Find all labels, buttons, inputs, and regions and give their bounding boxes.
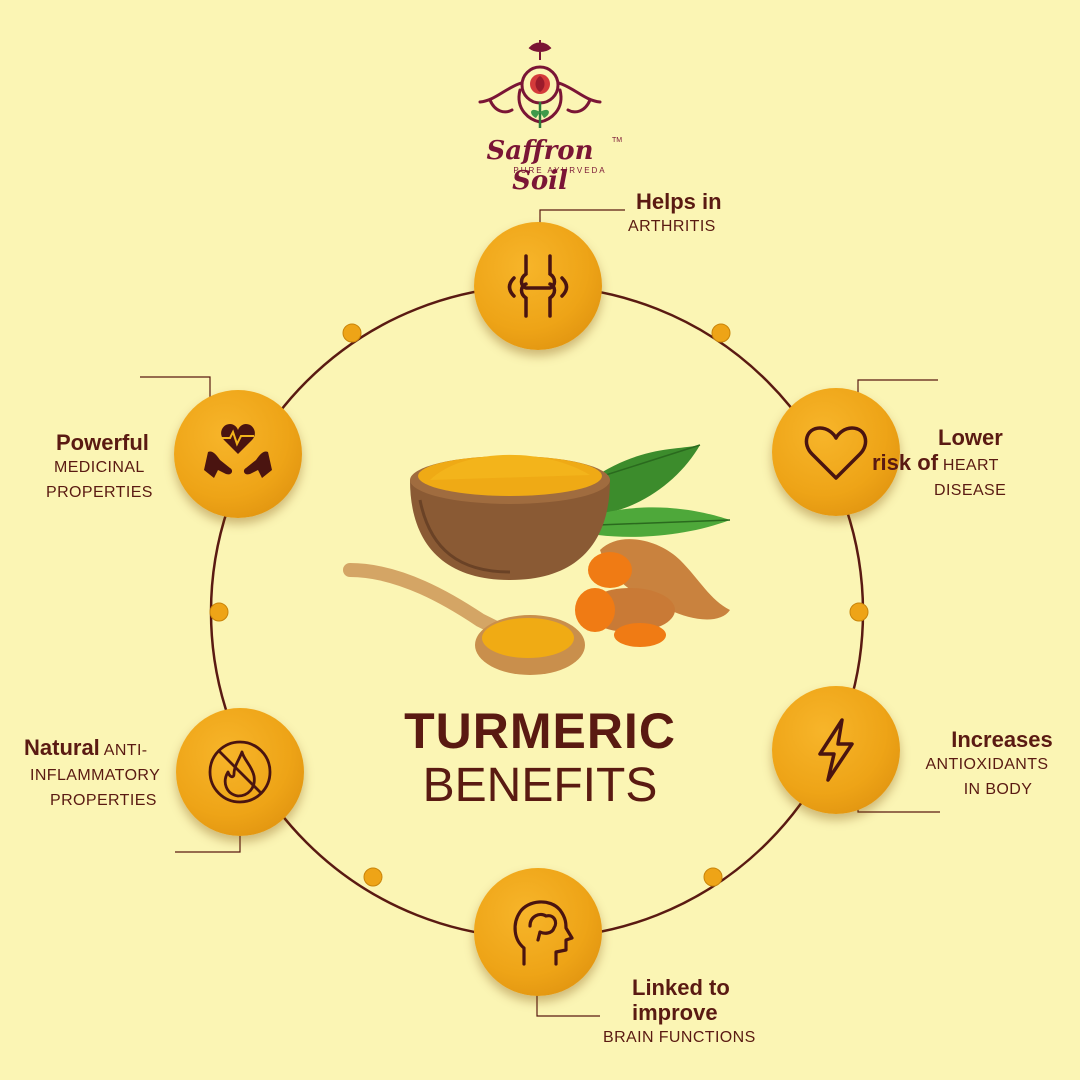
label-arthritis-sub: ARTHRITIS [628,218,716,235]
benefit-node-arthritis [474,222,602,350]
label-arthritis-title: Helps in [636,189,722,214]
label-medicinal-title: Powerful [56,430,149,455]
label-inflammatory: Natural ANTI- INFLAMMATORY PROPERTIES [24,735,204,813]
label-brain-title2: improve [632,1000,718,1025]
label-antioxidants-sub2: IN BODY [963,781,1033,798]
heart-hands-icon [204,424,272,478]
turmeric-product-image [343,444,731,675]
label-inflammatory-title: Natural [24,735,100,760]
label-antioxidants: Increases ANTIOXIDANTS IN BODY [912,727,1062,802]
label-inflammatory-anti: ANTI- [103,742,148,759]
benefit-node-medicinal [174,390,302,518]
label-heart-risk: risk of [872,450,939,475]
joint-icon [507,254,569,318]
brain-head-icon [513,900,574,966]
label-heart-disease: DISEASE [934,482,1007,499]
ring-dot [363,867,383,887]
ring-dot [711,323,731,343]
brand-tagline: PURE AYURVEDA [513,166,607,175]
label-heart-heart: HEART [942,457,999,474]
label-brain: Linked to improve BRAIN FUNCTIONS [600,975,800,1050]
brand-name: Saffron Soil [486,136,594,196]
title-benefits: BENEFITS [422,759,658,812]
benefit-node-heart [772,388,900,516]
label-brain-title1: Linked to [632,975,730,1000]
label-medicinal: Powerful MEDICINAL PROPERTIES [46,430,216,505]
label-medicinal-sub: MEDICINAL [54,459,145,476]
ring-dot [209,602,229,622]
ring-dot [849,602,869,622]
label-antioxidants-sub1: ANTIOXIDANTS [925,756,1049,773]
label-heart: Lower risk of HEART DISEASE [872,425,1072,503]
lightning-icon [818,718,854,782]
benefit-node-brain [474,868,602,996]
trademark: TM [612,137,623,144]
saffron-soil-logo [478,40,602,128]
label-heart-title: Lower [938,425,1003,450]
ring-dot [703,867,723,887]
label-inflammatory-props: PROPERTIES [50,792,157,809]
label-antioxidants-title: Increases [951,727,1053,752]
label-brain-sub: BRAIN FUNCTIONS [603,1029,756,1046]
heart-icon [804,426,868,480]
benefit-node-antioxidants [772,686,900,814]
label-arthritis: Helps in ARTHRITIS [628,189,722,239]
benefit-node-inflammatory [176,708,304,836]
title-turmeric: TURMERIC [404,703,676,759]
label-medicinal-props: PROPERTIES [46,484,153,501]
ring-dot [342,323,362,343]
no-fire-icon [208,740,272,804]
label-inflammatory-sub: INFLAMMATORY [30,767,161,784]
